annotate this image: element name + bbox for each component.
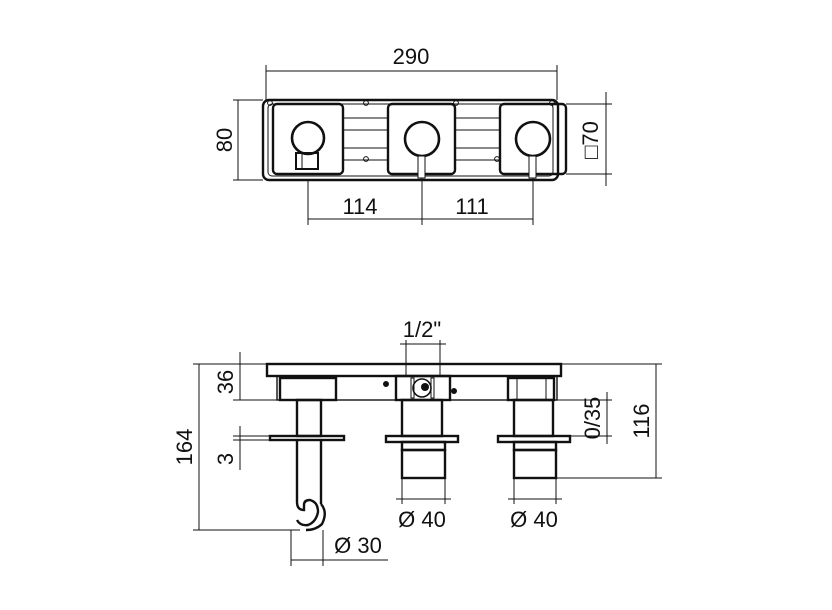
screw-hole xyxy=(363,100,369,106)
dim-3-label: 3 xyxy=(213,453,238,465)
top-left-square xyxy=(271,102,345,176)
inlet-side xyxy=(430,377,435,399)
side-view: 1/2" 164 36 3 xyxy=(172,317,662,566)
hand-shower-holder xyxy=(295,152,319,170)
holder-hook-outer xyxy=(305,503,326,532)
dim-290-label: 290 xyxy=(393,44,430,69)
dim-70-label: □70 xyxy=(578,121,603,159)
side-front-plate xyxy=(265,362,563,378)
inlet-dot xyxy=(421,383,429,391)
dim-36-label: 36 xyxy=(213,370,238,394)
screw-dot xyxy=(451,388,457,394)
middle-stem xyxy=(400,398,444,438)
dim-d30-label: Ø 30 xyxy=(334,533,382,558)
dim-114-label: 114 xyxy=(342,194,377,219)
top-middle-lever xyxy=(417,155,426,179)
screw-dot xyxy=(383,381,389,387)
screw-hole xyxy=(363,156,369,162)
screw-hole xyxy=(453,100,459,106)
dim-half-label: 1/2" xyxy=(403,317,441,342)
top-right-knob xyxy=(514,120,552,158)
dim-d40-right-label: Ø 40 xyxy=(510,507,558,532)
right-collar xyxy=(512,440,558,452)
right-knob-body xyxy=(512,448,558,480)
screw-hole xyxy=(494,156,500,162)
left-outlet-stem xyxy=(295,398,323,438)
middle-knob-body xyxy=(400,448,447,480)
dim-035-label: 0/35 xyxy=(580,397,605,440)
holder-body-left xyxy=(295,440,306,512)
dim-111-label: 111 xyxy=(455,194,488,219)
inlet-side xyxy=(410,377,415,399)
right-stem xyxy=(512,398,555,438)
holder-hook xyxy=(295,498,320,527)
top-back-plate xyxy=(261,98,560,182)
screw-hole xyxy=(267,100,273,106)
dim-d40-mid-label: Ø 40 xyxy=(398,507,446,532)
top-view: 290 80 □70 114 111 xyxy=(212,44,612,225)
top-right-lever xyxy=(528,155,537,179)
side-right-block xyxy=(506,376,556,402)
dim-164-label: 164 xyxy=(172,429,197,466)
left-rosette xyxy=(268,434,346,442)
dim-116-label: 116 xyxy=(629,403,654,438)
side-left-block xyxy=(278,376,338,402)
middle-collar xyxy=(400,440,447,452)
top-middle-knob xyxy=(403,120,441,158)
top-left-knob xyxy=(290,120,326,156)
dim-80-label: 80 xyxy=(212,128,237,152)
